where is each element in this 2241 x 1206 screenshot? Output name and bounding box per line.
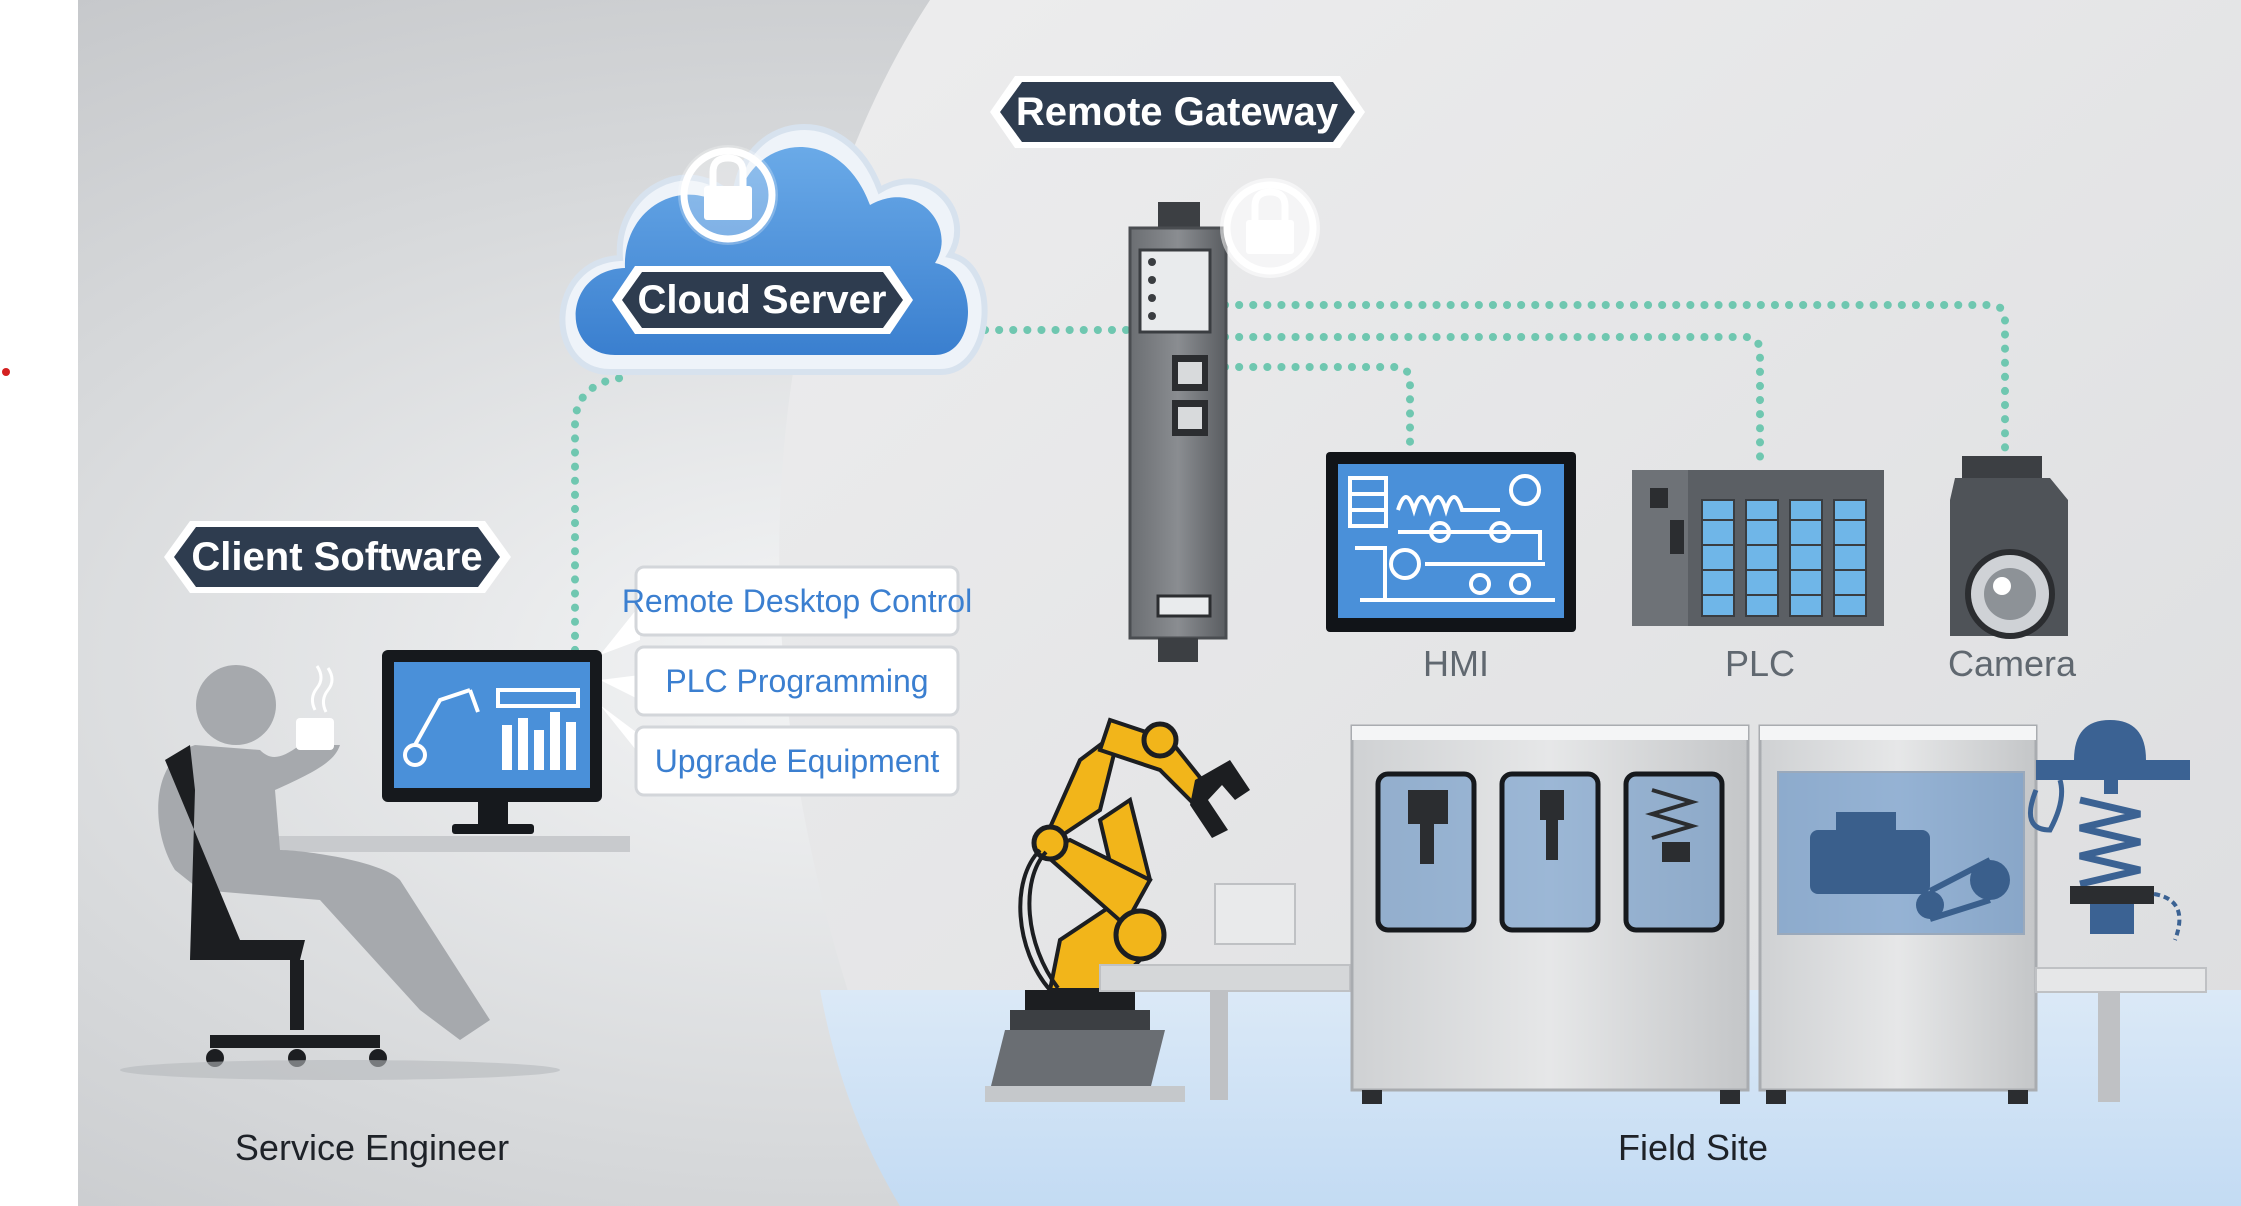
gateway-lock-icon [1220, 178, 1320, 278]
feature-remote-desktop: Remote Desktop Control [622, 583, 972, 619]
workstation [120, 650, 630, 1080]
field-site-label: Field Site [1618, 1127, 1768, 1168]
camera-icon: Camera [1948, 456, 2077, 684]
hmi-label: HMI [1423, 643, 1489, 684]
remote-gateway-label: Remote Gateway [1016, 90, 1339, 134]
gateway-device-icon [1128, 202, 1228, 662]
client-software-tag: Client Software [164, 521, 511, 593]
camera-label: Camera [1948, 643, 2077, 684]
monitor-icon [382, 650, 602, 834]
feature-callouts: Remote Desktop Control PLC Programming U… [600, 565, 972, 797]
lock-icon [678, 145, 778, 245]
plc-rack-icon: PLC [1632, 470, 1884, 684]
feature-plc-programming: PLC Programming [665, 663, 928, 699]
plc-label: PLC [1725, 643, 1795, 684]
spring-press-icon [2027, 720, 2207, 1102]
machine-cabinet-right [1758, 724, 2038, 1104]
cloud-server-label: Cloud Server [638, 278, 887, 322]
service-engineer-label: Service Engineer [235, 1127, 509, 1168]
cloud-server-tag: Cloud Server [612, 266, 913, 334]
machine-cabinet-left [1350, 724, 1750, 1104]
client-software-label: Client Software [191, 535, 482, 579]
conveyor [1099, 883, 1351, 1100]
network-links [571, 301, 2009, 654]
remote-gateway-tag: Remote Gateway [990, 76, 1365, 148]
robot-arm-icon [985, 717, 1250, 1102]
feature-upgrade-equipment: Upgrade Equipment [655, 743, 940, 779]
hmi-screen-icon: HMI [1326, 452, 1576, 684]
